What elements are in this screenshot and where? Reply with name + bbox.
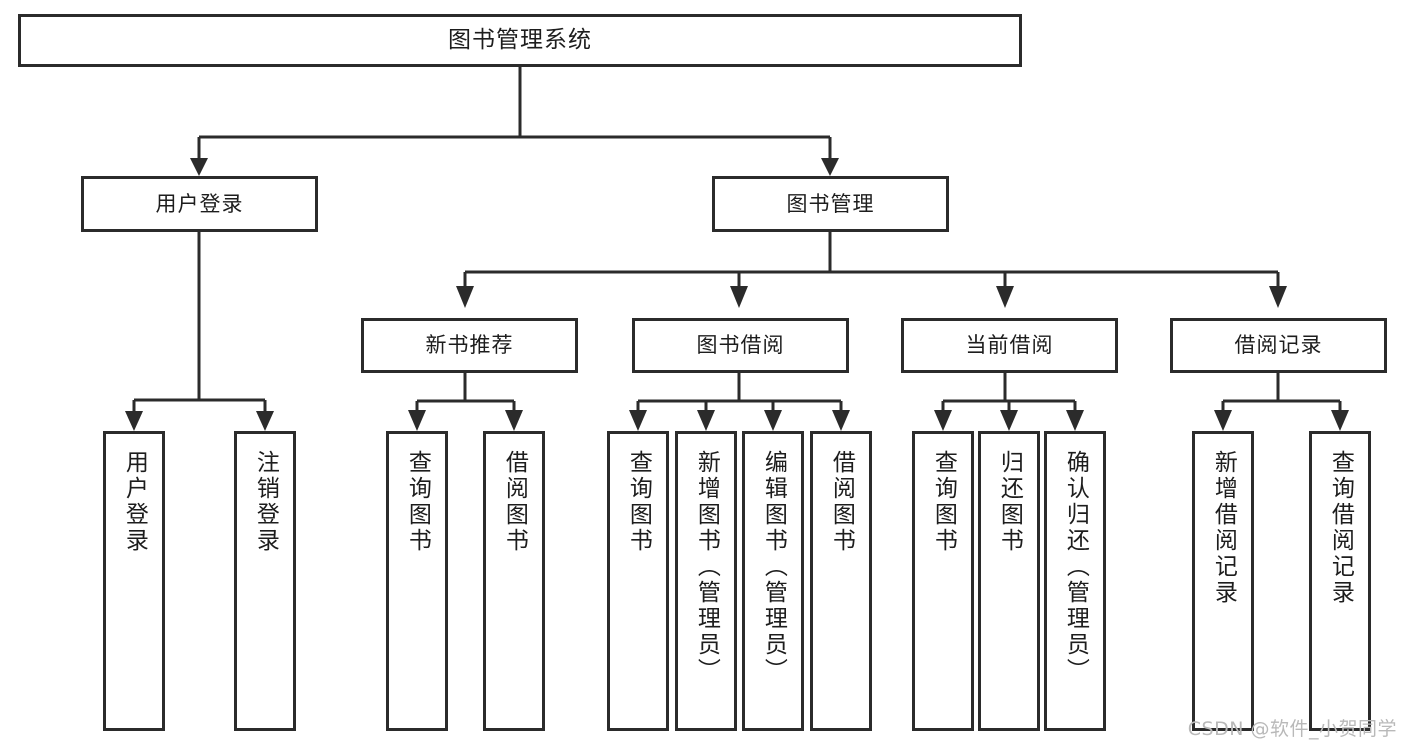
arrow-userlogin-c1 bbox=[125, 411, 143, 431]
arrow-borrow-c2 bbox=[697, 410, 715, 431]
arrow-userlogin-c2 bbox=[256, 411, 274, 431]
node-current-borrow[interactable]: 当前借阅 bbox=[901, 318, 1118, 373]
leaf-user-login[interactable]: 用户登录 bbox=[103, 431, 165, 731]
arrow-to-record bbox=[1269, 286, 1287, 308]
arrow-to-book-mgmt bbox=[821, 158, 839, 176]
leaf-query-borrow-record-label: 查询借阅记录 bbox=[1327, 450, 1354, 606]
node-root-system[interactable]: 图书管理系统 bbox=[18, 14, 1022, 67]
leaf-confirm-return-admin[interactable]: 确认归还（管理员） bbox=[1044, 431, 1106, 731]
node-book-management-label: 图书管理 bbox=[786, 191, 875, 216]
leaf-user-login-label: 用户登录 bbox=[121, 450, 148, 554]
arrow-to-user-login bbox=[190, 158, 208, 176]
arrow-newbook-c2 bbox=[505, 410, 523, 431]
node-root-system-label: 图书管理系统 bbox=[448, 27, 592, 54]
leaf-borrow-book-recommend[interactable]: 借阅图书 bbox=[483, 431, 545, 731]
leaf-query-book-borrow-label: 查询图书 bbox=[625, 450, 652, 554]
node-new-book-recommend[interactable]: 新书推荐 bbox=[361, 318, 578, 373]
leaf-borrow-book[interactable]: 借阅图书 bbox=[810, 431, 872, 731]
leaf-logout-label: 注销登录 bbox=[252, 450, 279, 554]
leaf-query-book-recommend-label: 查询图书 bbox=[404, 450, 431, 554]
arrow-borrow-c1 bbox=[629, 410, 647, 431]
arrow-current-c2 bbox=[1000, 410, 1018, 431]
leaf-return-book-label: 归还图书 bbox=[996, 450, 1023, 554]
arrow-newbook-c1 bbox=[408, 410, 426, 431]
node-borrow-record[interactable]: 借阅记录 bbox=[1170, 318, 1387, 373]
leaf-confirm-return-admin-label: 确认归还（管理员） bbox=[1062, 450, 1089, 684]
leaf-query-book-current-label: 查询图书 bbox=[930, 450, 957, 554]
arrow-record-c1 bbox=[1214, 410, 1232, 431]
csdn-watermark: CSDN @软件_小贺同学 bbox=[1187, 718, 1397, 740]
leaf-query-borrow-record[interactable]: 查询借阅记录 bbox=[1309, 431, 1371, 731]
node-current-borrow-label: 当前借阅 bbox=[965, 333, 1054, 358]
node-borrow-record-label: 借阅记录 bbox=[1234, 333, 1323, 358]
node-book-borrow-label: 图书借阅 bbox=[696, 333, 785, 358]
node-user-login[interactable]: 用户登录 bbox=[81, 176, 318, 232]
leaf-query-book-current[interactable]: 查询图书 bbox=[912, 431, 974, 731]
leaf-return-book[interactable]: 归还图书 bbox=[978, 431, 1040, 731]
leaf-add-borrow-record-label: 新增借阅记录 bbox=[1210, 450, 1237, 606]
node-book-borrow[interactable]: 图书借阅 bbox=[632, 318, 849, 373]
leaf-query-book-recommend[interactable]: 查询图书 bbox=[386, 431, 448, 731]
node-new-book-recommend-label: 新书推荐 bbox=[425, 333, 514, 358]
arrow-current-c1 bbox=[934, 410, 952, 431]
arrow-record-c2 bbox=[1331, 410, 1349, 431]
arrow-current-c3 bbox=[1066, 410, 1084, 431]
arrow-to-current bbox=[996, 286, 1014, 308]
leaf-add-borrow-record[interactable]: 新增借阅记录 bbox=[1192, 431, 1254, 731]
leaf-borrow-book-recommend-label: 借阅图书 bbox=[501, 450, 528, 554]
arrow-borrow-c3 bbox=[764, 410, 782, 431]
leaf-add-book-admin-label: 新增图书（管理员） bbox=[693, 450, 720, 684]
leaf-edit-book-admin[interactable]: 编辑图书（管理员） bbox=[742, 431, 804, 731]
leaf-query-book-borrow[interactable]: 查询图书 bbox=[607, 431, 669, 731]
node-book-management[interactable]: 图书管理 bbox=[712, 176, 949, 232]
arrow-borrow-c4 bbox=[832, 410, 850, 431]
node-user-login-label: 用户登录 bbox=[155, 191, 244, 216]
leaf-edit-book-admin-label: 编辑图书（管理员） bbox=[760, 450, 787, 684]
arrow-to-borrow bbox=[730, 286, 748, 308]
leaf-add-book-admin[interactable]: 新增图书（管理员） bbox=[675, 431, 737, 731]
leaf-borrow-book-label: 借阅图书 bbox=[828, 450, 855, 554]
leaf-logout[interactable]: 注销登录 bbox=[234, 431, 296, 731]
arrow-to-newbook bbox=[456, 286, 474, 308]
